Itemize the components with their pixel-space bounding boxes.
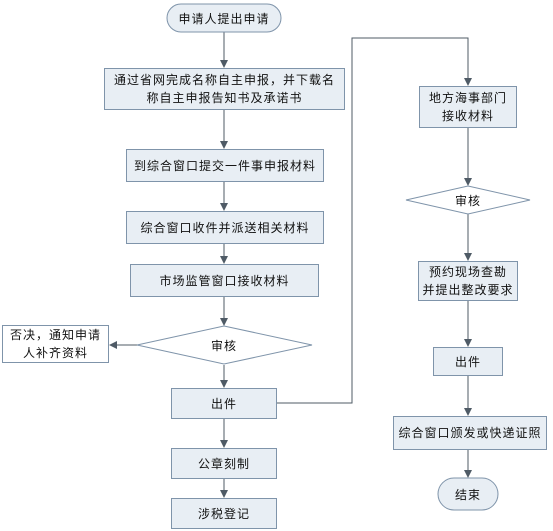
step-online-declaration: 通过省网完成名称自主申报，并下载名 称自主申报告知书及承诺书	[104, 68, 345, 110]
step-online-declaration-line1: 通过省网完成名称自主申报，并下载名	[113, 73, 335, 87]
arrow-issue-to-right	[277, 37, 472, 404]
tax-registration-box: 涉税登记	[171, 498, 277, 529]
start-terminator	[166, 3, 282, 33]
step-online-declaration-line2: 称自主申报告知书及承诺书	[146, 91, 303, 105]
reject-notify-line1: 否决，通知申请	[9, 328, 101, 342]
seal-engraving-box: 公章刻制	[171, 448, 277, 479]
end-terminator	[437, 477, 499, 511]
right-review-diamond	[405, 185, 531, 215]
maritime-receive-line1: 地方海事部门	[428, 91, 507, 105]
step-submit-materials: 到综合窗口提交一件事申报材料	[126, 149, 324, 182]
license-delivery-box: 综合窗口颁发或快递证照	[393, 416, 547, 450]
reject-notify-line2: 人补齐资料	[22, 346, 88, 360]
left-review-label: 审核	[210, 338, 237, 353]
left-review-diamond	[136, 325, 313, 365]
start-label: 申请人提出申请	[178, 11, 270, 26]
right-review-label: 审核	[454, 193, 481, 208]
site-inspection-box: 预约现场查勘 并提出整改要求	[418, 261, 518, 301]
site-inspection-line1: 预约现场查勘	[428, 265, 507, 279]
maritime-receive-line2: 接收材料	[441, 109, 494, 123]
step-dispatch-materials: 综合窗口收件并派送相关材料	[126, 211, 324, 244]
site-inspection-line2: 并提出整改要求	[422, 283, 514, 297]
reject-notify-box: 否决，通知申请 人补齐资料	[2, 325, 109, 363]
left-issue-box: 出件	[171, 388, 277, 419]
step-market-supervision: 市场监管窗口接收材料	[130, 264, 319, 297]
end-label: 结束	[454, 487, 481, 502]
maritime-receive-box: 地方海事部门 接收材料	[419, 86, 517, 128]
right-issue-box: 出件	[433, 347, 503, 376]
